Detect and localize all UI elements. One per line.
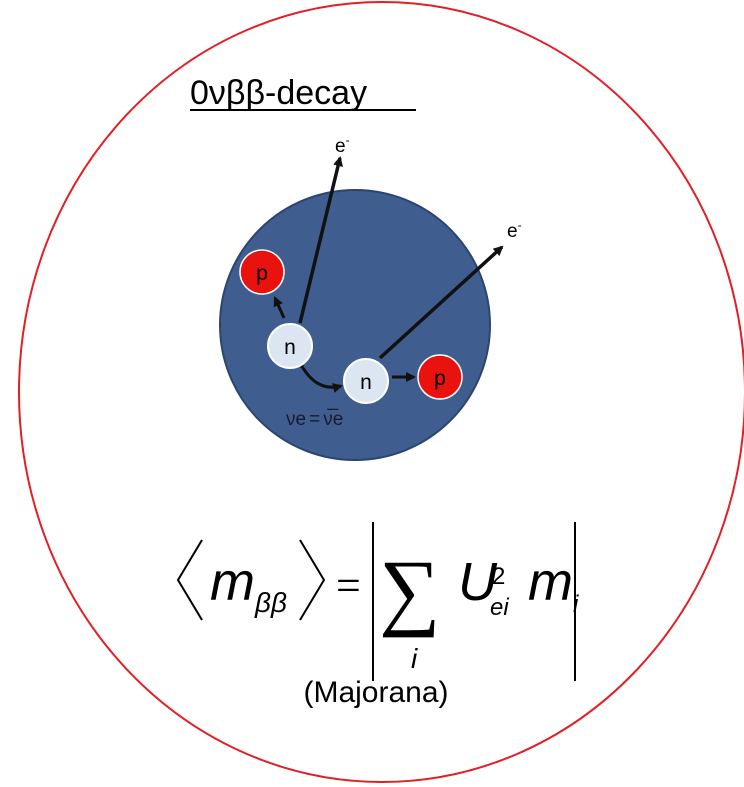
proton-1-label: p xyxy=(256,262,268,285)
formula-lhs: mββ xyxy=(210,552,287,618)
nucleus xyxy=(220,190,490,460)
electron-2-label: e- xyxy=(507,218,522,242)
neutrino-label: νe=ν̅e xyxy=(286,409,343,430)
sum-index: i xyxy=(411,643,418,674)
sum-symbol: ∑ xyxy=(379,542,440,638)
formula-mass: mi xyxy=(528,552,579,618)
left-angle-bracket xyxy=(178,540,202,620)
neutron-2-label: n xyxy=(360,371,372,394)
title: 0νββ-decay xyxy=(190,74,367,112)
electron-1-label: e- xyxy=(335,133,350,157)
formula-equals: = xyxy=(336,561,361,610)
neutron-1-label: n xyxy=(284,336,296,359)
caption: (Majorana) xyxy=(303,676,448,709)
proton-2-label: p xyxy=(434,367,446,390)
right-angle-bracket xyxy=(300,540,324,620)
